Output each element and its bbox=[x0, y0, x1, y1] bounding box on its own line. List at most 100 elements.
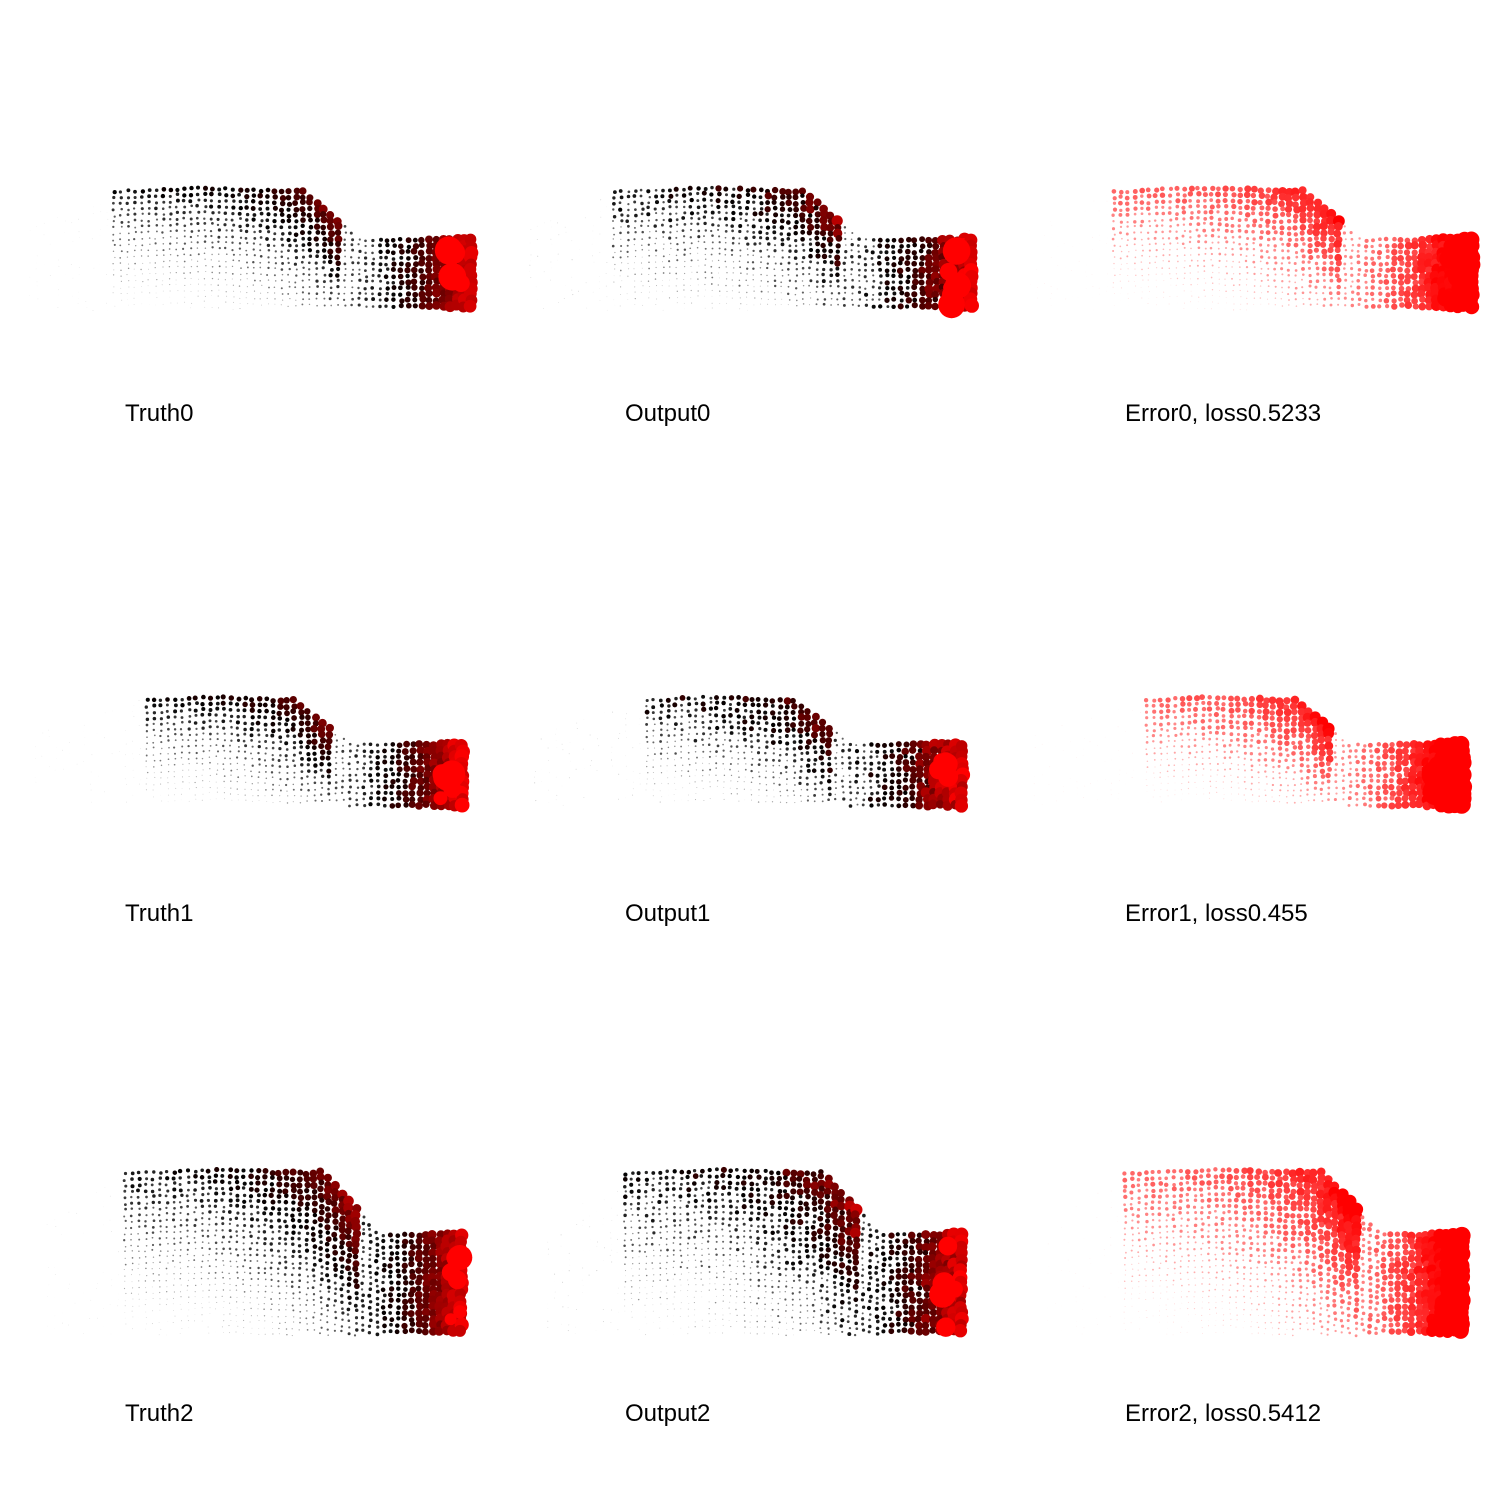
cloud-point bbox=[139, 783, 141, 785]
cloud-point bbox=[584, 301, 586, 302]
cloud-point bbox=[1271, 758, 1275, 762]
cloud-point bbox=[890, 286, 896, 291]
cloud-point bbox=[1210, 775, 1212, 777]
cloud-point bbox=[342, 767, 345, 770]
cloud-point bbox=[844, 250, 848, 254]
cloud-point bbox=[1285, 199, 1294, 208]
cloud-point bbox=[702, 197, 707, 202]
cloud-point bbox=[802, 303, 805, 305]
cloud-point bbox=[1201, 750, 1204, 753]
cloud-point bbox=[592, 225, 594, 227]
cloud-point bbox=[104, 718, 106, 720]
cloud-point bbox=[251, 193, 257, 198]
cloud-point bbox=[295, 299, 297, 301]
cloud-point bbox=[343, 292, 346, 295]
cloud-point bbox=[744, 799, 746, 801]
cloud-point bbox=[49, 754, 51, 756]
cloud-point bbox=[932, 242, 940, 250]
cloud-point bbox=[1138, 771, 1140, 773]
cloud-point bbox=[218, 289, 220, 291]
cloud-point bbox=[292, 788, 295, 791]
cloud-point bbox=[169, 296, 171, 298]
cloud-point bbox=[1274, 292, 1277, 294]
cloud-point bbox=[315, 229, 321, 235]
cloud-point bbox=[648, 273, 650, 276]
cloud-point bbox=[378, 249, 383, 255]
cloud-point bbox=[820, 768, 825, 773]
cloud-point bbox=[1057, 246, 1059, 248]
cloud-point bbox=[1231, 247, 1234, 251]
cloud-point bbox=[287, 305, 289, 308]
cloud-point bbox=[1264, 211, 1270, 217]
cloud-point bbox=[1315, 266, 1320, 271]
cloud-point bbox=[1239, 279, 1241, 281]
cloud-point bbox=[888, 795, 895, 801]
cloud-point bbox=[1308, 273, 1312, 278]
cloud-point bbox=[930, 746, 939, 755]
cloud-point bbox=[200, 712, 205, 717]
cloud-point bbox=[1312, 228, 1320, 237]
cloud-point bbox=[654, 278, 657, 280]
cloud-point bbox=[1201, 713, 1206, 718]
cloud-point bbox=[99, 264, 100, 266]
cloud-point bbox=[1141, 244, 1144, 247]
cloud-point bbox=[756, 739, 760, 743]
cloud-point bbox=[647, 280, 650, 282]
cloud-point bbox=[1267, 285, 1270, 288]
cloud-point bbox=[732, 272, 734, 274]
cloud-point bbox=[208, 756, 211, 758]
cloud-point bbox=[1134, 268, 1136, 270]
cloud-point bbox=[655, 230, 658, 233]
cloud-point bbox=[132, 758, 134, 760]
cloud-point bbox=[1418, 302, 1427, 311]
cloud-point bbox=[263, 722, 268, 727]
cloud-point bbox=[419, 295, 427, 303]
cloud-point bbox=[182, 247, 185, 250]
cloud-point bbox=[711, 302, 713, 304]
cloud-point bbox=[237, 745, 240, 748]
cloud-point bbox=[745, 192, 751, 198]
cloud-point bbox=[654, 188, 658, 192]
cloud-point bbox=[1224, 236, 1227, 240]
cloud-point bbox=[784, 188, 792, 196]
cloud-point bbox=[697, 235, 701, 239]
cloud-point bbox=[1328, 242, 1335, 249]
cloud-point bbox=[708, 774, 710, 776]
cloud-point bbox=[300, 763, 304, 767]
cloud-point bbox=[139, 737, 140, 738]
cloud-point bbox=[147, 249, 150, 252]
cloud-point bbox=[711, 223, 715, 227]
cloud-point bbox=[818, 724, 826, 732]
cloud-point bbox=[1152, 709, 1157, 714]
cloud-point bbox=[702, 725, 705, 729]
cloud-point bbox=[1156, 286, 1158, 288]
cloud-point bbox=[709, 798, 711, 800]
cloud-point bbox=[1096, 793, 1098, 794]
cloud-point bbox=[168, 266, 171, 268]
cloud-point bbox=[1193, 727, 1197, 730]
cloud-point bbox=[378, 304, 382, 309]
cloud-point bbox=[1120, 268, 1122, 270]
cloud-point bbox=[1376, 250, 1383, 256]
cloud-point bbox=[107, 310, 109, 311]
cloud-point bbox=[652, 795, 654, 797]
cloud-point bbox=[117, 727, 119, 728]
cloud-point bbox=[1208, 797, 1210, 799]
cloud-point bbox=[1293, 262, 1297, 265]
cloud-point bbox=[1385, 304, 1390, 309]
cloud-point bbox=[931, 302, 939, 311]
cloud-point bbox=[899, 290, 905, 296]
cloud-point bbox=[1316, 272, 1320, 276]
cloud-point bbox=[592, 286, 594, 288]
cloud-point bbox=[85, 246, 86, 248]
cloud-point bbox=[729, 768, 731, 771]
panel-truth1: Truth1 bbox=[0, 500, 500, 1000]
cloud-point bbox=[724, 199, 729, 204]
cloud-point bbox=[1410, 254, 1418, 262]
cloud-point bbox=[751, 224, 756, 229]
cloud-point bbox=[294, 281, 297, 284]
cloud-point bbox=[348, 773, 352, 777]
cloud-point bbox=[854, 779, 858, 784]
cloud-point bbox=[738, 211, 743, 216]
cloud-point bbox=[128, 280, 130, 282]
